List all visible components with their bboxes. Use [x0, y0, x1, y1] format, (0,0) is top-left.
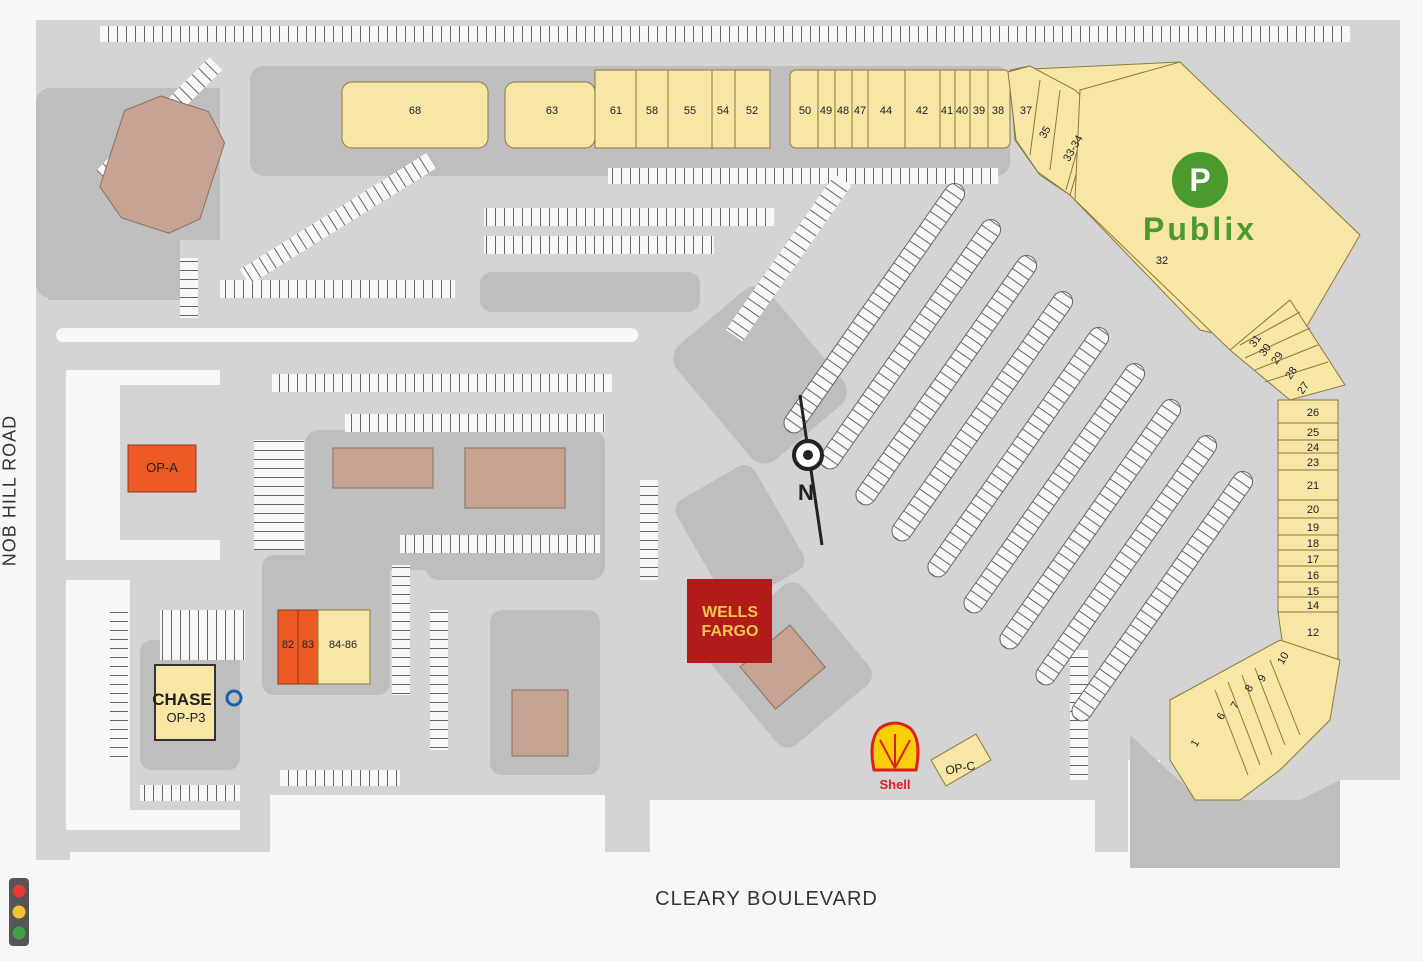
parking-island-row [963, 363, 1146, 614]
unit-label: 42 [916, 105, 928, 117]
unit-label: 10 [1275, 650, 1292, 667]
parking-island-row [891, 291, 1074, 542]
unit-label: 54 [717, 105, 729, 117]
unit-label: 21 [1307, 480, 1319, 492]
parking-island-row [819, 219, 1002, 470]
road-label-cleary-boulevard: CLEARY BOULEVARD [655, 888, 878, 910]
chase-wordmark: CHASE [152, 690, 212, 709]
unit-label: 82 [282, 639, 294, 651]
wells-fargo-line2: FARGO [702, 623, 759, 640]
parking-island-row [783, 183, 966, 434]
unit-label: 24 [1307, 442, 1319, 454]
compass-north-label: N [798, 480, 814, 505]
unit-label: 41 [941, 105, 953, 117]
west-building [277, 609, 371, 685]
unit-label: 18 [1307, 538, 1319, 550]
unit-label: 8 [1243, 683, 1256, 694]
unit-label: 50 [799, 105, 811, 117]
parking-island-row [999, 399, 1182, 650]
chase-logo-icon: CHASE [152, 689, 243, 709]
unit-label: 58 [646, 105, 658, 117]
unit-label: 52 [746, 105, 758, 117]
publix-unit-label: 32 [1156, 255, 1168, 267]
unit-label: 19 [1307, 522, 1319, 534]
unit-label: 68 [409, 105, 421, 117]
publix-logo-letter: P [1189, 162, 1210, 198]
unit-label: 38 [992, 105, 1004, 117]
unit-label: 6 [1215, 711, 1228, 722]
outparcel-op-p3 [154, 664, 216, 741]
unit-label: 55 [684, 105, 696, 117]
outparcel-op-c [930, 733, 992, 787]
unit-label: 17 [1307, 554, 1319, 566]
unit-label: 25 [1307, 427, 1319, 439]
diagonal-parking-rows [783, 183, 1254, 722]
wells-fargo-line1: WELLS [702, 604, 758, 621]
unit-label: 63 [546, 105, 558, 117]
unit-label: 26 [1307, 407, 1319, 419]
east-retail-column [1169, 299, 1346, 801]
outparcel-op-a [127, 444, 197, 493]
unit-label: 7 [1229, 700, 1242, 711]
unit-label: 20 [1307, 504, 1319, 516]
publix-anchor [1007, 61, 1361, 356]
shell-logo-icon: Shell [870, 721, 920, 792]
north-retail-row [341, 69, 1011, 149]
outparcel-label: OP-P3 [166, 710, 205, 725]
outparcel-label: OP-C [944, 759, 976, 778]
unit-label: 37 [1020, 105, 1032, 117]
unit-label: 84-86 [329, 639, 357, 651]
unit-label: 29 [1269, 350, 1286, 367]
parking-island-row [1035, 435, 1218, 686]
publix-logo-icon: P [1172, 152, 1228, 208]
unit-label: 44 [880, 105, 892, 117]
outparcel-label: OP-A [146, 460, 178, 475]
unit-label: 47 [854, 105, 866, 117]
tan-pads [99, 95, 826, 757]
publix-wordmark: Publix [1143, 211, 1257, 247]
parking-stalls [96, 26, 1350, 801]
wells-fargo-pad [687, 579, 772, 663]
road-label-nob-hill-road: NOB HILL ROAD [0, 414, 20, 567]
parking-island-row [855, 255, 1038, 506]
unit-label: 61 [610, 105, 622, 117]
unit-label: 28 [1283, 365, 1300, 382]
unit-label: 48 [837, 105, 849, 117]
unit-label: 23 [1307, 457, 1319, 469]
unit-label: 16 [1307, 570, 1319, 582]
unit-label: 27 [1295, 380, 1312, 397]
shell-wordmark: Shell [879, 777, 910, 792]
parking-island-row [927, 327, 1110, 578]
north-retail-dividers [635, 70, 989, 148]
unit-label: 40 [956, 105, 968, 117]
traffic-light-icon [9, 878, 29, 946]
unit-label: 49 [820, 105, 832, 117]
parking-island-row [1071, 471, 1254, 722]
unit-label: 15 [1307, 586, 1319, 598]
unit-label: 12 [1307, 627, 1319, 639]
unit-label: 39 [973, 105, 985, 117]
compass-icon: N [792, 394, 824, 546]
unit-label: 1 [1189, 738, 1202, 749]
unit-label: 35 [1037, 124, 1054, 141]
east-retail-dividers [1214, 311, 1338, 776]
unit-label: 31 [1247, 333, 1264, 350]
unit-label: 83 [302, 639, 314, 651]
unit-label: 9 [1256, 673, 1269, 684]
unit-label: 30 [1257, 342, 1274, 359]
unit-label: 14 [1307, 600, 1319, 612]
